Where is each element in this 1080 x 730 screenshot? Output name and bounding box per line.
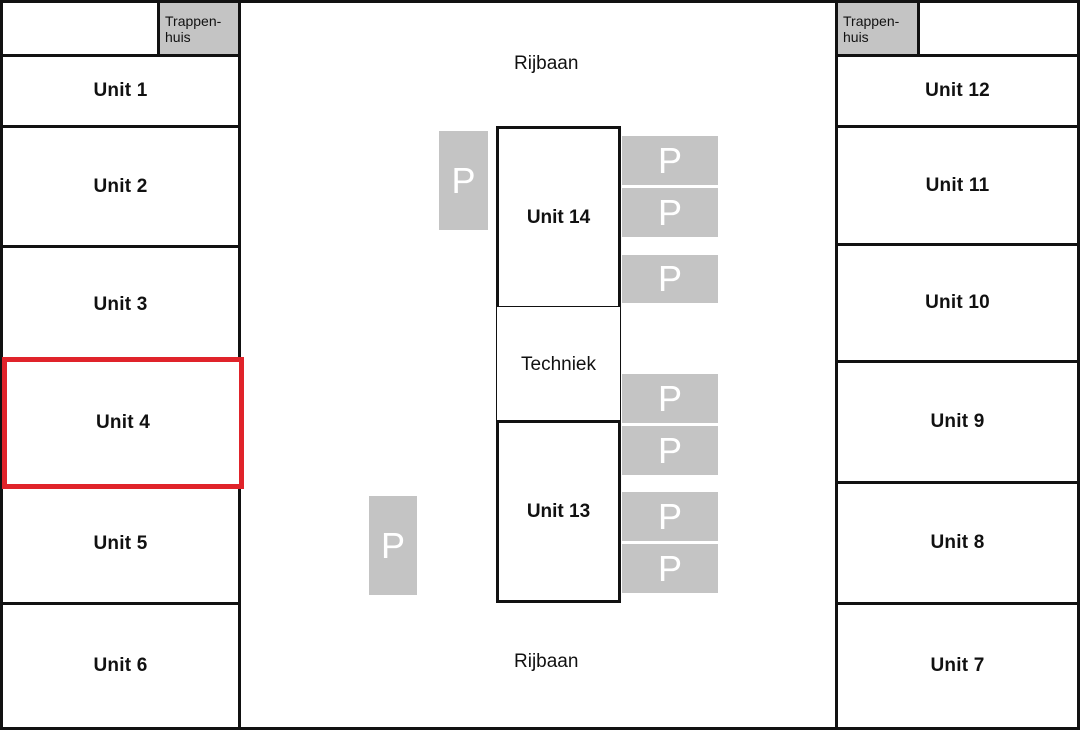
road-label-top: Rijbaan [514, 53, 579, 74]
unit-7[interactable]: Unit 7 [835, 602, 1080, 730]
unit-10[interactable]: Unit 10 [835, 243, 1080, 363]
parking-spot[interactable]: P [369, 496, 417, 595]
unit-4-selected[interactable]: Unit 4 [2, 357, 244, 489]
stairwell-right: Trappen- huis [835, 0, 920, 57]
parking-spot[interactable]: P [622, 255, 718, 303]
parking-spot[interactable]: P [622, 188, 718, 237]
unit-12[interactable]: Unit 12 [835, 54, 1080, 128]
unit-14[interactable]: Unit 14 [496, 126, 621, 309]
unit-8[interactable]: Unit 8 [835, 481, 1080, 605]
unit-9[interactable]: Unit 9 [835, 360, 1080, 484]
stairwell-left: Trappen- huis [157, 0, 241, 57]
parking-spot[interactable]: P [622, 544, 718, 593]
unit-11[interactable]: Unit 11 [835, 125, 1080, 246]
unit-1[interactable]: Unit 1 [0, 54, 241, 128]
parking-spot[interactable]: P [622, 426, 718, 475]
parking-spot[interactable]: P [622, 492, 718, 541]
unit-13[interactable]: Unit 13 [496, 420, 621, 603]
parking-spot[interactable]: P [622, 374, 718, 423]
parking-spot[interactable]: P [622, 136, 718, 185]
parking-spot[interactable]: P [439, 131, 488, 230]
technique-room: Techniek [496, 306, 621, 424]
unit-6[interactable]: Unit 6 [0, 602, 241, 730]
unit-3[interactable]: Unit 3 [0, 245, 241, 365]
unit-2[interactable]: Unit 2 [0, 125, 241, 248]
road-label-bottom: Rijbaan [514, 651, 579, 672]
unit-5[interactable]: Unit 5 [0, 483, 241, 605]
